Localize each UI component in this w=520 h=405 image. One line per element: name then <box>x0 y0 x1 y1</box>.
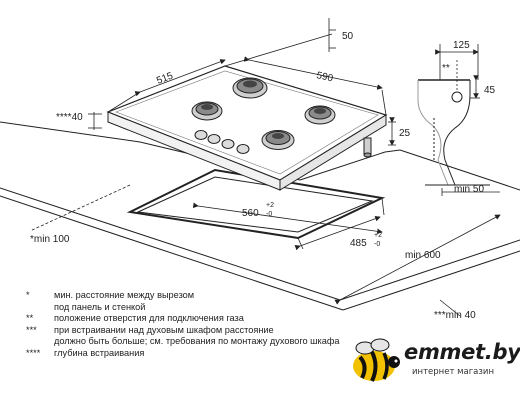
footnote-text: под панель и стенкой <box>54 301 146 312</box>
footnote-row: **** глубина встраивания <box>26 348 346 360</box>
knob-icon <box>221 139 235 149</box>
dim-double-star: ** <box>442 63 450 74</box>
footnote-mark <box>26 302 54 314</box>
dim-45: 45 <box>484 85 496 96</box>
bee-icon <box>353 338 400 382</box>
dim-min100: *min 100 <box>30 234 70 245</box>
dim-25: 25 <box>399 128 411 139</box>
dim-125: 125 <box>453 40 470 51</box>
dim-485: 485 <box>350 238 367 249</box>
footnote-text: при встраивании над духовым шкафом расст… <box>54 324 274 335</box>
control-knobs <box>194 130 250 154</box>
gas-fitting <box>363 137 372 158</box>
dim-min600: min 600 <box>405 250 441 261</box>
brand-name: emmet.by <box>404 340 520 364</box>
burner-right <box>304 105 336 125</box>
footnotes: * мин. расстояние между вырезом под пане… <box>26 290 346 360</box>
footnote-mark: ** <box>26 313 34 324</box>
burner-rear <box>232 77 268 99</box>
footnote-text: мин. расстояние между вырезом <box>54 290 195 300</box>
burner-left <box>191 101 223 121</box>
dim-485-tol-minus: -0 <box>374 241 380 248</box>
knob-icon <box>207 134 221 144</box>
brand-logo: emmet.by интернет магазин <box>348 336 520 386</box>
dim-515: 515 <box>155 70 175 86</box>
footnote-row: *** при встраивании над духовым шкафом р… <box>26 325 346 337</box>
dim-485-tol-plus: +2 <box>374 232 382 239</box>
footnote-text: положение отверстия для подключения газа <box>54 313 244 324</box>
dim-min50: min 50 <box>454 184 484 195</box>
dim-min40: ***min 40 <box>434 310 476 321</box>
footnote-row: ** положение отверстия для подключения г… <box>26 313 346 325</box>
knob-icon <box>236 144 250 154</box>
hob <box>106 65 388 191</box>
dim-40: ****40 <box>56 112 83 123</box>
dim-560: 560 <box>242 208 259 219</box>
dimension-lines <box>29 18 501 317</box>
burner-front <box>261 130 295 150</box>
footnote-mark: * <box>26 290 30 300</box>
dim-50: 50 <box>342 31 354 42</box>
brand-tagline: интернет магазин <box>412 367 494 377</box>
footnote-row: должно быть больше; см. требования по мо… <box>26 336 346 348</box>
knob-icon <box>194 130 208 140</box>
hob-right-edge <box>279 114 387 191</box>
footnote-row: под панель и стенкой <box>26 302 346 314</box>
footnote-mark <box>26 336 54 348</box>
dim-590: 590 <box>315 70 334 84</box>
side-detail <box>417 79 490 186</box>
footnote-mark: *** <box>26 324 37 335</box>
footnote-row: * мин. расстояние между вырезом <box>26 290 346 302</box>
footnote-mark: **** <box>26 347 41 358</box>
gas-hole-icon <box>451 91 463 103</box>
dim-560-tol-minus: -0 <box>266 211 272 218</box>
footnote-text: должно быть больше; см. требования по мо… <box>54 336 340 347</box>
footnote-text: глубина встраивания <box>54 347 145 358</box>
dim-560-tol-plus: +2 <box>266 202 274 209</box>
